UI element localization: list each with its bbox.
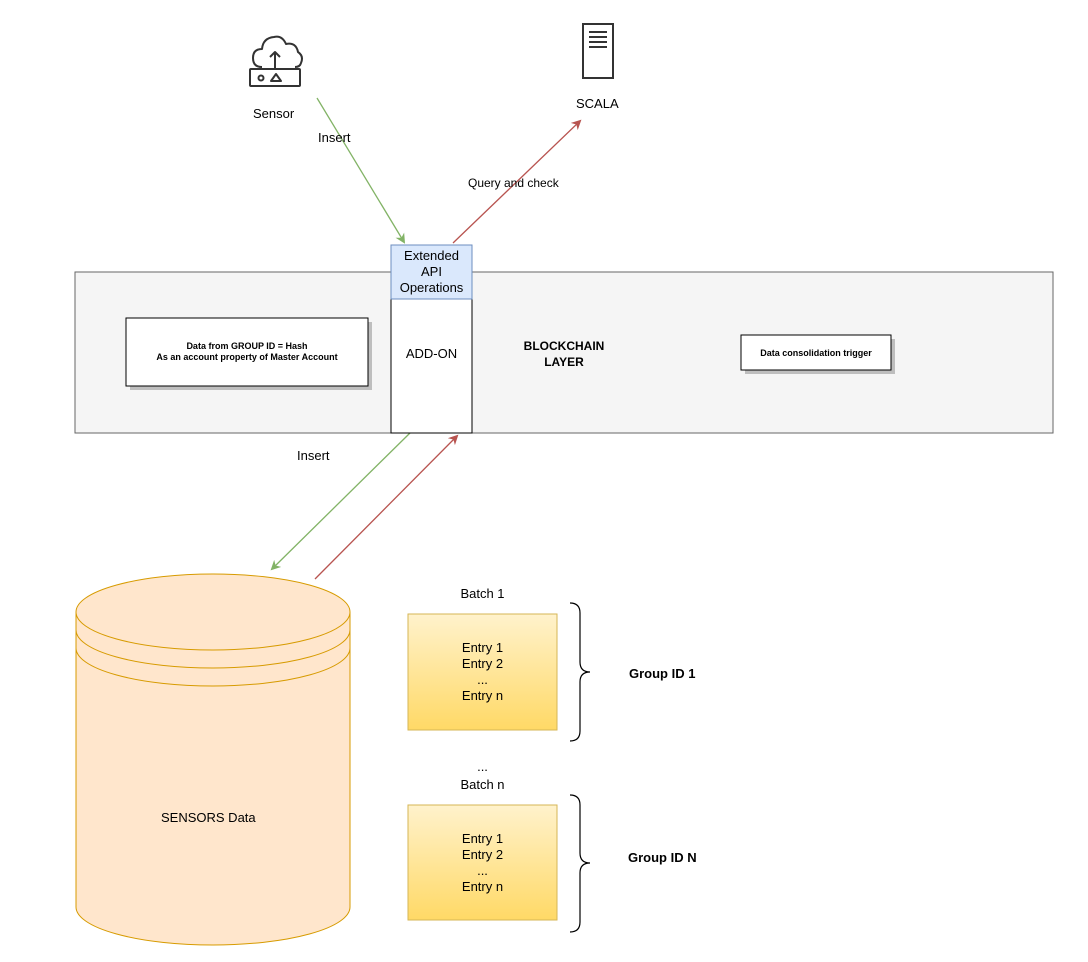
group-1-label: Group ID 1 xyxy=(629,666,696,681)
db-insert-arrow xyxy=(270,432,411,571)
list-item: Entry 1 xyxy=(461,640,504,655)
list-item: Entry 2 xyxy=(461,846,504,862)
group-data-label: Data from GROUP ID = Hash As an account … xyxy=(156,341,338,362)
list-item: Entry n xyxy=(461,878,504,894)
batch-1-title: Batch 1 xyxy=(460,586,505,601)
extended-api-label: Extended API Operations xyxy=(399,248,464,295)
group-n-label: Group ID N xyxy=(628,850,697,865)
list-item: Entry 2 xyxy=(461,656,504,671)
group-n-brace xyxy=(569,794,591,933)
sensor-insert-arrow xyxy=(316,97,406,244)
consolidation-trigger-box xyxy=(740,334,892,371)
extended-api-box xyxy=(390,244,473,300)
sensors-db-label: SENSORS Data xyxy=(161,810,256,825)
batch-1-box xyxy=(407,613,558,731)
batch-n-entries: Entry 1 Entry 2 ... Entry n xyxy=(408,805,557,920)
batch-ellipsis: ... xyxy=(477,759,488,774)
batch-n-title: Batch n xyxy=(460,777,505,792)
sensor-insert-label: Insert xyxy=(318,130,351,145)
group-1-brace xyxy=(569,602,591,742)
consolidation-trigger-label: Data consolidation trigger xyxy=(760,347,872,358)
blockchain-layer-label: BLOCKCHAIN LAYER xyxy=(523,339,605,369)
list-item: ... xyxy=(477,672,488,687)
query-check-arrow xyxy=(452,119,582,244)
addon-box xyxy=(390,297,473,434)
batch-1-entries: Entry 1 Entry 2 ... Entry n xyxy=(408,614,557,730)
group-data-box xyxy=(125,317,369,387)
list-item: ... xyxy=(477,862,488,878)
batch-n-box xyxy=(407,804,558,921)
cloud-sensor-icon xyxy=(249,35,303,87)
sensors-database xyxy=(75,573,351,946)
query-check-label: Query and check xyxy=(468,176,559,190)
list-item: Entry n xyxy=(461,688,504,703)
addon-label: ADD-ON xyxy=(405,346,458,361)
server-icon xyxy=(582,23,614,79)
scala-label: SCALA xyxy=(576,96,619,111)
db-return-arrow xyxy=(314,434,459,580)
sensor-label: Sensor xyxy=(253,106,295,121)
db-insert-label: Insert xyxy=(297,448,330,463)
list-item: Entry 1 xyxy=(461,830,504,846)
